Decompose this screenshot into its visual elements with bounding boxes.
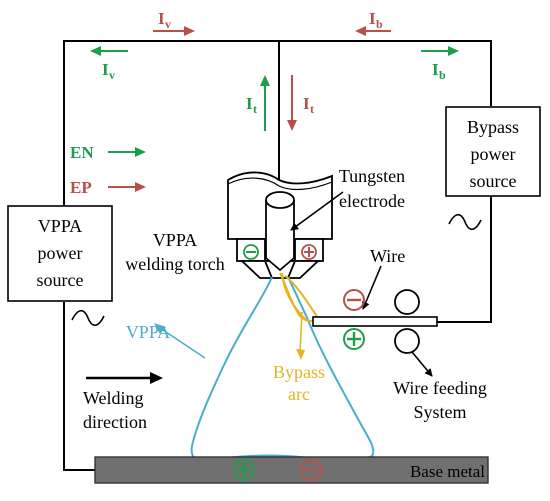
- vppa-to-base-wire: [63, 302, 95, 471]
- iv-top-label: I: [158, 9, 165, 28]
- it-up-label: I: [246, 94, 253, 113]
- base-metal: Base metal: [94, 456, 489, 484]
- welding-direction-arrow-icon: [150, 372, 163, 384]
- wire-plus-icon: [343, 328, 365, 350]
- tungsten-label-2: electrode: [339, 191, 405, 211]
- iv-top-arrow: I v: [153, 9, 195, 36]
- iv-left-subscript: v: [109, 68, 115, 82]
- iv-left-label: I: [102, 60, 109, 79]
- en-arrow-icon: [135, 147, 146, 157]
- bypass-source-label-3: source: [470, 171, 517, 191]
- ib-top-subscript: b: [376, 17, 383, 31]
- ep-arrow-icon: [135, 182, 146, 192]
- iv-top-subscript: v: [165, 17, 171, 31]
- iv-left-arrow: I v: [90, 46, 128, 82]
- torch-label-1: VPPA: [153, 230, 197, 250]
- right-return-wire: [437, 195, 492, 323]
- vppa-ac-symbol-icon: [71, 309, 105, 327]
- vppa-source-label-3: source: [37, 270, 84, 290]
- wire-feed-label-1: Wire feeding: [393, 378, 487, 398]
- en-label: EN: [70, 143, 94, 162]
- base-plus-icon: [233, 459, 255, 481]
- bypass-arc: [279, 272, 319, 323]
- wire-label: Wire: [370, 246, 405, 266]
- it-down-arrow: I t: [287, 75, 314, 131]
- torch-body-rim: [227, 177, 333, 191]
- ib-top-label: I: [369, 9, 376, 28]
- welding-direction: Welding direction: [83, 372, 163, 432]
- bypass-ac-symbol-icon: [448, 213, 482, 231]
- it-up-subscript: t: [253, 102, 257, 116]
- base-metal-label: Base metal: [410, 462, 485, 481]
- bypass-arc-label-2: arc: [288, 384, 310, 404]
- wire-feed-roller-top: [394, 289, 420, 315]
- bypass-arc-pointer-head-icon: [296, 349, 305, 360]
- vppa-arc-label: VPPA: [126, 322, 170, 342]
- filler-wire: [312, 316, 438, 327]
- polarity-legend: EN EP: [70, 143, 146, 197]
- vppa-arc-pointer: [159, 327, 206, 359]
- tungsten-label-1: Tungsten: [339, 166, 405, 186]
- wire-feed-roller-bottom: [394, 328, 420, 354]
- bypass-arc-pointer: [299, 311, 303, 353]
- ib-right-arrow: I b: [421, 46, 459, 82]
- it-down-label: I: [303, 94, 310, 113]
- ib-right-label: I: [432, 60, 439, 79]
- tungsten-pointer-arrow: [290, 191, 344, 231]
- it-down-subscript: t: [310, 102, 314, 116]
- bypass-source-label-1: Bypass: [467, 117, 519, 137]
- vppa-arc-pointer-head-icon: [154, 323, 166, 334]
- vppa-source-label-2: power: [38, 243, 83, 263]
- it-up-arrow: I t: [246, 75, 270, 131]
- bypass-source-label-2: power: [471, 144, 516, 164]
- ep-label: EP: [70, 178, 92, 197]
- base-minus-icon: [300, 459, 322, 481]
- tungsten-electrode: [265, 191, 295, 272]
- vppa-power-source: VPPA power source: [7, 205, 113, 302]
- welding-direction-label-2: direction: [83, 412, 147, 432]
- wire-feed-pointer-arrow: [411, 351, 433, 377]
- ib-top-arrow: I b: [355, 9, 391, 36]
- bypass-arc-label-1: Bypass: [273, 362, 325, 382]
- bypass-power-source: Bypass power source: [445, 106, 541, 197]
- ib-right-subscript: b: [439, 68, 446, 82]
- circuit-wires: [63, 40, 492, 471]
- torch-minus-icon: [243, 244, 259, 260]
- left-circuit-wire: [63, 40, 492, 205]
- wire-pointer-arrow: [362, 265, 382, 310]
- wire-feed-label-2: System: [413, 402, 466, 422]
- torch-label-2: welding torch: [125, 254, 224, 274]
- vppa-source-label-1: VPPA: [38, 216, 82, 236]
- wire-minus-icon: [343, 289, 365, 311]
- welding-direction-label-1: Welding: [83, 388, 144, 408]
- torch-plus-icon: [301, 244, 317, 260]
